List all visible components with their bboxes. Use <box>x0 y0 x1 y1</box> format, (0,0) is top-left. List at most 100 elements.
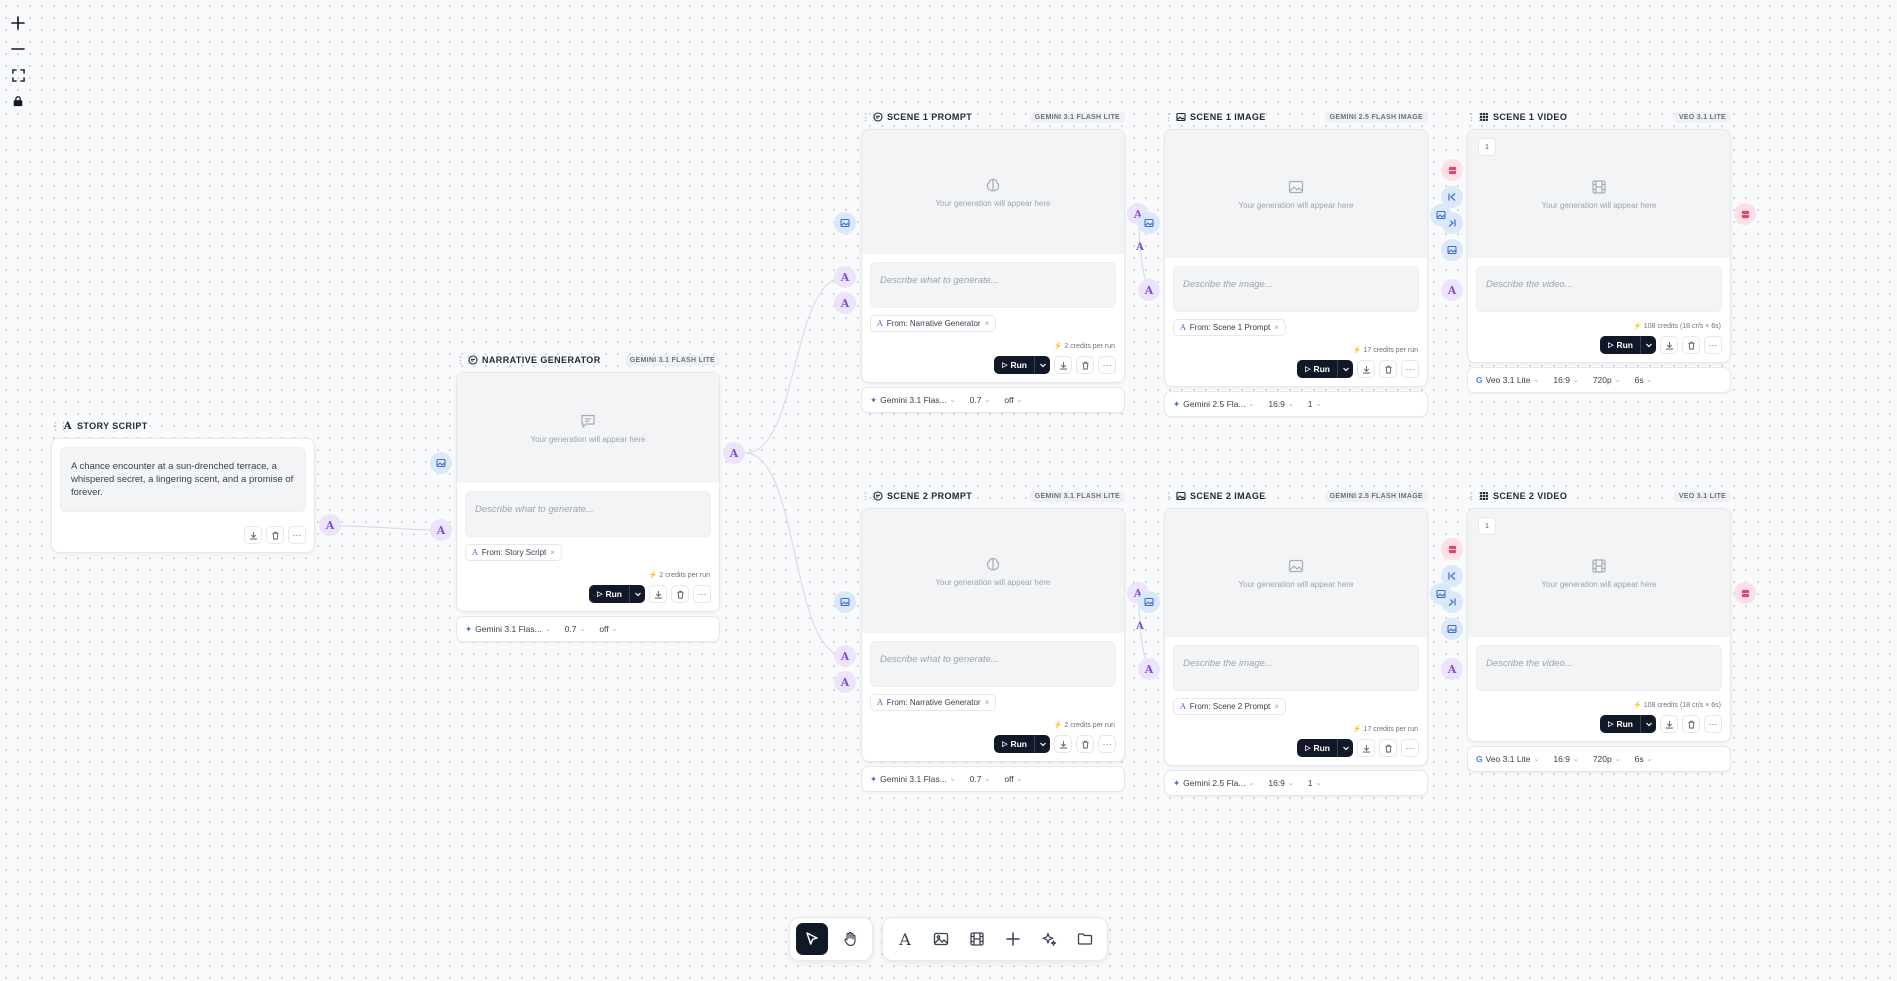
trash-icon[interactable] <box>266 526 284 544</box>
story-text-input[interactable]: A chance encounter at a sun-drenched ter… <box>60 447 306 512</box>
scene2-video-output-handle[interactable] <box>1734 582 1756 604</box>
temperature-select[interactable]: 0.7⌄ <box>564 624 586 634</box>
run-options-chevron-icon[interactable] <box>629 585 645 603</box>
model-select[interactable]: ✦Gemini 3.1 Flas...⌄ <box>465 623 551 635</box>
scene1-image-input-image-handle[interactable] <box>1138 212 1160 234</box>
model-select[interactable]: ✦Gemini 2.5 Fla...⌄ <box>1173 777 1255 789</box>
image-prompt-input[interactable]: Describe the image... <box>1173 645 1419 691</box>
run-options-chevron-icon[interactable] <box>1337 739 1353 757</box>
scene1-video-input-image-handle[interactable] <box>1441 239 1463 261</box>
trash-icon[interactable] <box>1076 356 1094 374</box>
trash-icon[interactable] <box>1682 715 1700 733</box>
frame-count-badge[interactable]: 1 <box>1478 517 1496 535</box>
duration-select[interactable]: 6s⌄ <box>1634 375 1653 385</box>
run-button[interactable]: ▷Run <box>1600 336 1640 354</box>
select-tool-button[interactable] <box>796 923 828 955</box>
more-icon[interactable]: ⋯ <box>288 526 306 544</box>
more-icon[interactable]: ⋯ <box>1401 360 1419 378</box>
drag-handle-icon[interactable]: ⋮⋮ <box>1164 111 1181 122</box>
thinking-select[interactable]: off⌄ <box>1004 774 1023 784</box>
run-options-chevron-icon[interactable] <box>1640 336 1656 354</box>
resolution-select[interactable]: 720p⌄ <box>1592 375 1621 385</box>
download-icon[interactable] <box>1054 735 1072 753</box>
scene2-video-input-text-handle[interactable]: A <box>1441 658 1463 680</box>
drag-handle-icon[interactable]: ⋮⋮ <box>1467 490 1484 501</box>
more-icon[interactable]: ⋯ <box>1401 739 1419 757</box>
fit-view-icon[interactable] <box>7 64 29 86</box>
video-prompt-input[interactable]: Describe the video... <box>1476 645 1722 691</box>
scene1-video-input-text-handle[interactable]: A <box>1441 279 1463 301</box>
run-button[interactable]: ▷Run <box>589 585 629 603</box>
run-button[interactable]: ▷Run <box>1600 715 1640 733</box>
frame-count-badge[interactable]: 1 <box>1478 138 1496 156</box>
scene2-prompt-input-image-handle[interactable] <box>834 591 856 613</box>
scene1-prompt-input-text-handle-2[interactable]: A <box>834 292 856 314</box>
scene1-prompt-input-image-handle[interactable] <box>834 212 856 234</box>
node-story-script[interactable]: ⋮⋮ A STORY SCRIPT A chance encounter at … <box>51 418 315 553</box>
aspect-ratio-select[interactable]: 16:9⌄ <box>1553 375 1579 385</box>
narrative-input-image-handle[interactable] <box>430 452 452 474</box>
model-select[interactable]: ✦Gemini 2.5 Fla...⌄ <box>1173 398 1255 410</box>
more-icon[interactable]: ⋯ <box>1704 715 1722 733</box>
drag-handle-icon[interactable]: ⋮⋮ <box>51 420 68 431</box>
story-output-text-handle[interactable]: A <box>319 514 341 536</box>
scene1-prompt-input-text-handle-1[interactable]: A <box>834 266 856 288</box>
scene1-video-reference-image-handle[interactable] <box>1430 204 1452 226</box>
zoom-out-icon[interactable] <box>7 38 29 60</box>
drag-handle-icon[interactable]: ⋮⋮ <box>456 354 473 365</box>
run-options-chevron-icon[interactable] <box>1337 360 1353 378</box>
download-icon[interactable] <box>649 585 667 603</box>
pan-tool-button[interactable] <box>834 923 866 955</box>
scene2-prompt-input-text-handle-1[interactable]: A <box>834 645 856 667</box>
scene2-video-input-image-handle[interactable] <box>1441 618 1463 640</box>
run-button[interactable]: ▷Run <box>1297 360 1337 378</box>
remove-chip-icon[interactable]: × <box>984 319 990 328</box>
scene2-video-first-frame-icon[interactable] <box>1441 565 1463 587</box>
trash-icon[interactable] <box>1379 739 1397 757</box>
prompt-input[interactable]: Describe what to generate... <box>870 641 1116 687</box>
run-button[interactable]: ▷Run <box>994 356 1034 374</box>
scene1-video-output-handle[interactable] <box>1734 203 1756 225</box>
remove-chip-icon[interactable]: × <box>550 548 555 557</box>
video-prompt-input[interactable]: Describe the video... <box>1476 266 1722 312</box>
temperature-select[interactable]: 0.7⌄ <box>969 774 991 784</box>
scene1-video-first-frame-icon[interactable] <box>1441 186 1463 208</box>
more-icon[interactable]: ⋯ <box>1098 356 1116 374</box>
node-scene2-image[interactable]: ⋮⋮ SCENE 2 IMAGE GEMINI 2.5 FLASH IMAGE … <box>1164 488 1428 796</box>
trash-icon[interactable] <box>671 585 689 603</box>
node-scene1-image[interactable]: ⋮⋮ SCENE 1 IMAGE GEMINI 2.5 FLASH IMAGE … <box>1164 109 1428 417</box>
prompt-input[interactable]: Describe what to generate... <box>870 262 1116 308</box>
drag-handle-icon[interactable]: ⋮⋮ <box>1164 490 1181 501</box>
prompt-input[interactable]: Describe what to generate... <box>465 491 711 537</box>
download-icon[interactable] <box>1660 715 1678 733</box>
ai-assist-button[interactable] <box>1033 923 1065 955</box>
node-scene2-prompt[interactable]: ⋮⋮ SCENE 2 PROMPT GEMINI 3.1 FLASH LITE … <box>861 488 1125 792</box>
image-prompt-input[interactable]: Describe the image... <box>1173 266 1419 312</box>
remove-chip-icon[interactable]: × <box>984 698 990 707</box>
image-count-select[interactable]: 1⌄ <box>1307 399 1322 409</box>
image-count-select[interactable]: 1⌄ <box>1307 778 1322 788</box>
resolution-select[interactable]: 720p⌄ <box>1592 754 1621 764</box>
run-button[interactable]: ▷Run <box>1297 739 1337 757</box>
drag-handle-icon[interactable]: ⋮⋮ <box>861 111 878 122</box>
more-icon[interactable]: ⋯ <box>693 585 711 603</box>
scene2-video-reference-image-handle[interactable] <box>1430 583 1452 605</box>
scene2-video-input-video-handle[interactable] <box>1441 538 1463 560</box>
remove-chip-icon[interactable]: × <box>1274 323 1279 332</box>
run-button[interactable]: ▷Run <box>994 735 1034 753</box>
run-options-chevron-icon[interactable] <box>1640 715 1656 733</box>
drag-handle-icon[interactable]: ⋮⋮ <box>1467 111 1484 122</box>
model-select[interactable]: ✦Gemini 3.1 Flas...⌄ <box>870 773 956 785</box>
node-scene1-video[interactable]: ⋮⋮ SCENE 1 VIDEO VEO 3.1 LITE Your gener… <box>1467 109 1731 393</box>
aspect-ratio-select[interactable]: 16:9⌄ <box>1553 754 1579 764</box>
download-icon[interactable] <box>1054 356 1072 374</box>
node-narrative-generator[interactable]: ⋮⋮ NARRATIVE GENERATOR GEMINI 3.1 FLASH … <box>456 352 720 642</box>
scene2-image-input-text-handle[interactable]: A <box>1138 658 1160 680</box>
zoom-in-icon[interactable] <box>7 12 29 34</box>
thinking-select[interactable]: off⌄ <box>1004 395 1023 405</box>
more-icon[interactable]: ⋯ <box>1098 735 1116 753</box>
temperature-select[interactable]: 0.7⌄ <box>969 395 991 405</box>
add-image-node-button[interactable] <box>925 923 957 955</box>
